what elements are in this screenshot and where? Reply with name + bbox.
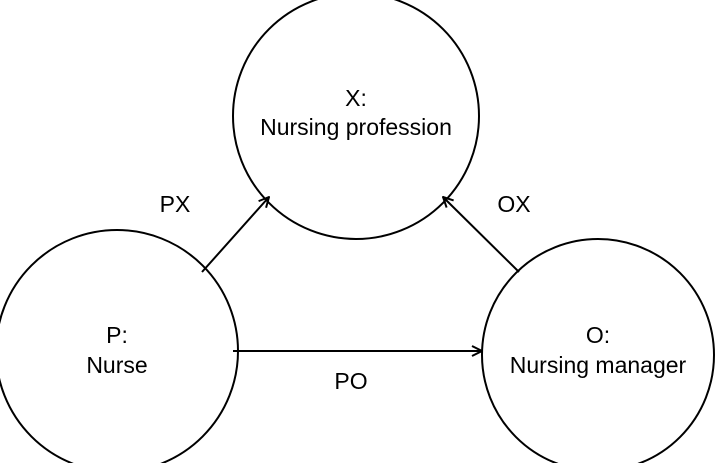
edge-px: PX: [160, 191, 269, 273]
edge-px-label: PX: [160, 191, 191, 217]
node-x: X: Nursing profession: [232, 0, 480, 240]
node-p-subtitle: Nurse: [86, 352, 147, 378]
node-o-subtitle: Nursing manager: [510, 352, 687, 378]
node-o-title: O:: [586, 322, 610, 348]
edge-px-arrow: [201, 197, 269, 273]
node-o: O: Nursing manager: [481, 238, 715, 463]
node-x-title: X:: [345, 85, 367, 111]
node-p-title: P:: [106, 322, 128, 348]
edge-po-label: PO: [334, 368, 367, 394]
edge-ox-arrow: [443, 197, 520, 273]
node-x-subtitle: Nursing profession: [260, 114, 452, 140]
edge-po: PO: [233, 351, 482, 394]
node-x-circle: [232, 0, 480, 240]
edge-ox: OX: [443, 191, 531, 273]
node-o-circle: [481, 238, 715, 463]
edge-ox-label: OX: [497, 191, 530, 217]
node-p: P: Nurse: [0, 229, 239, 463]
